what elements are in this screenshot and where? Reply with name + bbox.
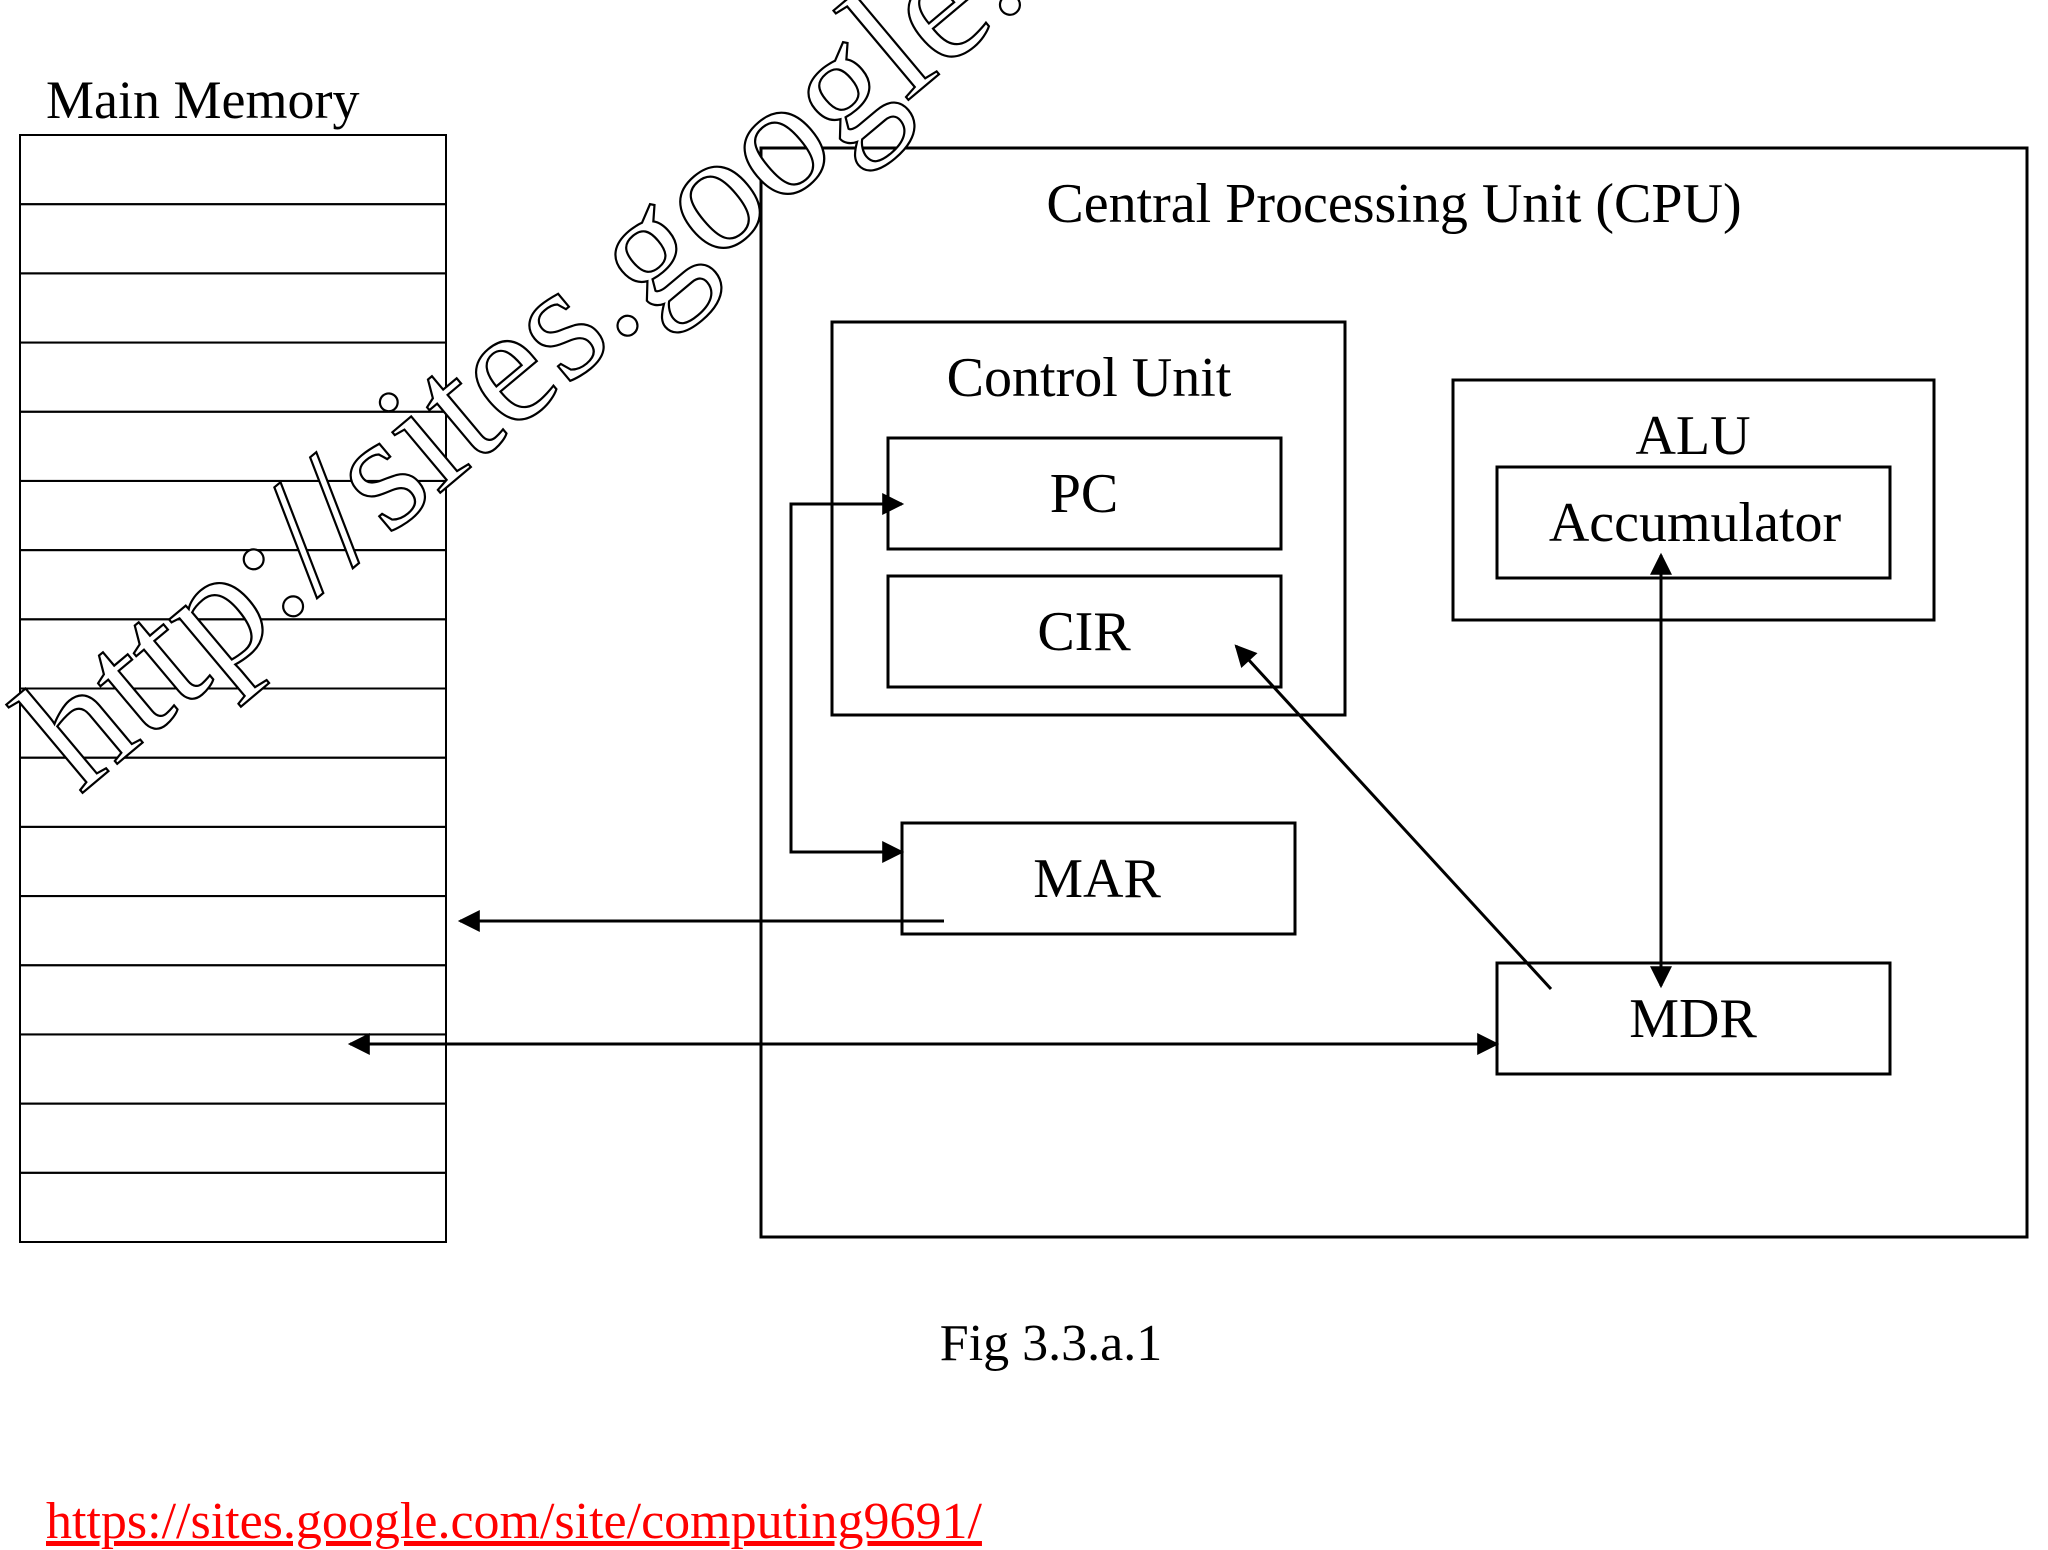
memory-cell [19, 964, 447, 1036]
mdr-label: MDR [1629, 988, 1757, 1050]
memory-cells [19, 134, 447, 1243]
memory-cell [19, 203, 447, 275]
cir-label: CIR [1037, 601, 1131, 663]
memory-cell [19, 272, 447, 344]
accumulator-label: Accumulator [1548, 492, 1842, 554]
pc-mar-bus [789, 502, 902, 854]
cir-register-box [886, 574, 1283, 689]
figure-caption: Fig 3.3.a.1 [939, 1315, 1163, 1372]
alu-title: ALU [1635, 405, 1751, 467]
cpu-box [759, 146, 2029, 1239]
connectors [347, 493, 1672, 1055]
pc-label: PC [1049, 463, 1119, 525]
memory-cell [19, 895, 447, 967]
cpu-title: Central Processing Unit (CPU) [1046, 173, 1742, 235]
mar-box [900, 821, 1297, 936]
mar-label: MAR [1033, 848, 1161, 910]
mdr-to-cir-arrow [1234, 644, 1553, 991]
footer-link[interactable]: https://sites.google.com/site/computing9… [46, 1493, 982, 1550]
control-unit-title: Control Unit [946, 347, 1232, 409]
memory-cell [19, 134, 447, 206]
memory-cell [19, 1102, 447, 1174]
accumulator-box [1495, 465, 1892, 580]
main-memory [19, 134, 447, 1243]
alu-box [1451, 378, 1936, 622]
control-unit-box [830, 320, 1347, 717]
memory-title: Main Memory [46, 70, 360, 130]
memory-cell [19, 1171, 447, 1243]
memory-cell [19, 825, 447, 898]
mdr-box [1495, 961, 1892, 1076]
